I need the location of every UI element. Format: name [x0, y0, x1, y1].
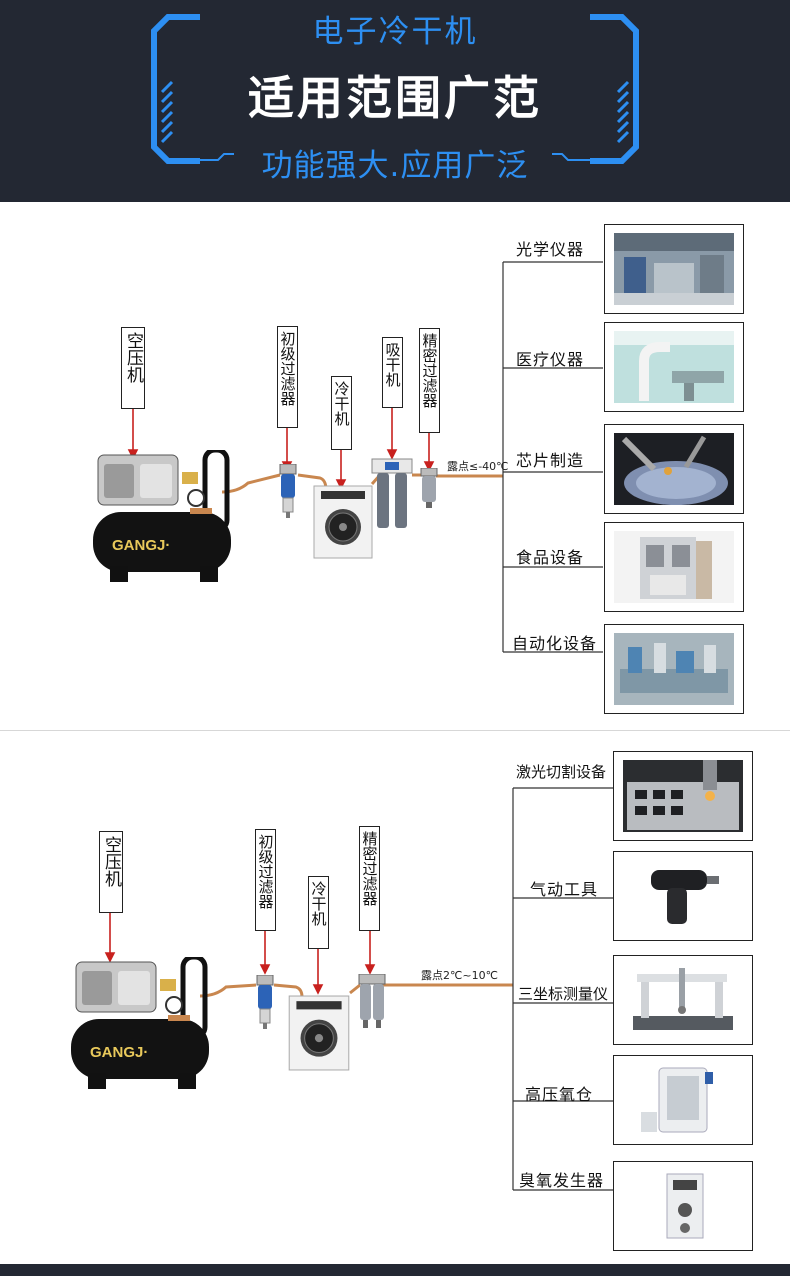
- app-label-food: 食品设备: [516, 548, 585, 567]
- app-image-optical: [604, 224, 744, 314]
- app-label-medical: 医疗仪器: [516, 350, 585, 369]
- label-refrigerated-dryer-2: 冷干机: [308, 876, 329, 949]
- left-bracket-decoration: [151, 14, 200, 164]
- app-image-automation: [604, 624, 744, 714]
- refrigerated-dryer-image: [313, 485, 373, 559]
- label-air-compressor-2: 空压机: [99, 831, 123, 913]
- label-precision-filter-2: 精密过滤器: [359, 826, 380, 931]
- app-image-laser: [613, 751, 753, 841]
- header-banner: 电子冷干机 适用范围广范 功能强大.应用广泛: [0, 0, 790, 202]
- precision-filter-image-2: [358, 974, 386, 1028]
- banner-top-title: 电子冷干机: [312, 14, 478, 50]
- precision-filter-image: [420, 468, 438, 508]
- air-compressor-image-2: GANGJ·: [71, 957, 209, 1089]
- dew-point-label-2: 露点2℃~10℃: [421, 969, 498, 982]
- app-label-ozone: 臭氧发生器: [519, 1171, 605, 1190]
- app-label-cmm: 三坐标测量仪: [518, 985, 609, 1003]
- app-image-cmm: [613, 955, 753, 1045]
- banner-subtitle: 功能强大.应用广泛: [261, 148, 529, 184]
- label-primary-filter: 初级过滤器: [277, 326, 298, 428]
- dew-point-label: 露点≤-40℃: [447, 460, 509, 473]
- right-bracket-decoration: [590, 14, 639, 164]
- label-adsorption-dryer: 吸干机: [382, 337, 403, 408]
- label-refrigerated-dryer: 冷干机: [331, 376, 352, 450]
- app-label-chip: 芯片制造: [516, 451, 585, 470]
- app-image-pneumatic: [613, 851, 753, 941]
- label-primary-filter-2: 初级过滤器: [255, 829, 276, 931]
- compressor-brand-text-2: GANGJ·: [90, 1044, 148, 1061]
- app-image-chip: [604, 424, 744, 514]
- app-label-automation: 自动化设备: [512, 634, 598, 653]
- dryer-system-section-2: 空压机 初级过滤器 冷干机 精密过滤器 露点2℃~10℃ GANGJ· 激光切: [0, 730, 790, 1264]
- app-image-food: [604, 522, 744, 612]
- primary-filter-image: [279, 464, 297, 518]
- app-image-medical: [604, 322, 744, 412]
- app-label-oxygen: 高压氧仓: [525, 1085, 594, 1104]
- footer-bar: [0, 1264, 790, 1276]
- app-image-ozone: [613, 1161, 753, 1251]
- adsorption-dryer-image: [371, 458, 413, 528]
- app-image-oxygen: [613, 1055, 753, 1145]
- label-precision-filter: 精密过滤器: [419, 328, 440, 433]
- compressor-brand-text: GANGJ·: [112, 537, 170, 554]
- subtitle-line-right: [552, 153, 596, 161]
- primary-filter-image-2: [256, 975, 274, 1029]
- air-compressor-image: GANGJ·: [93, 450, 231, 582]
- app-label-pneumatic: 气动工具: [530, 880, 599, 899]
- app-label-optical: 光学仪器: [516, 240, 585, 259]
- app-label-laser: 激光切割设备: [516, 763, 607, 781]
- dryer-system-section-1: 空压机 初级过滤器 冷干机 吸干机 精密过滤器 露点≤-40℃ GANGJ·: [0, 202, 790, 728]
- label-air-compressor: 空压机: [121, 327, 145, 409]
- subtitle-line-left: [190, 153, 234, 161]
- section2-connectors: [104, 787, 613, 1191]
- banner-main-title: 适用范围广范: [248, 71, 542, 125]
- section1-connectors: [127, 261, 603, 653]
- refrigerated-dryer-image-2: [288, 995, 350, 1071]
